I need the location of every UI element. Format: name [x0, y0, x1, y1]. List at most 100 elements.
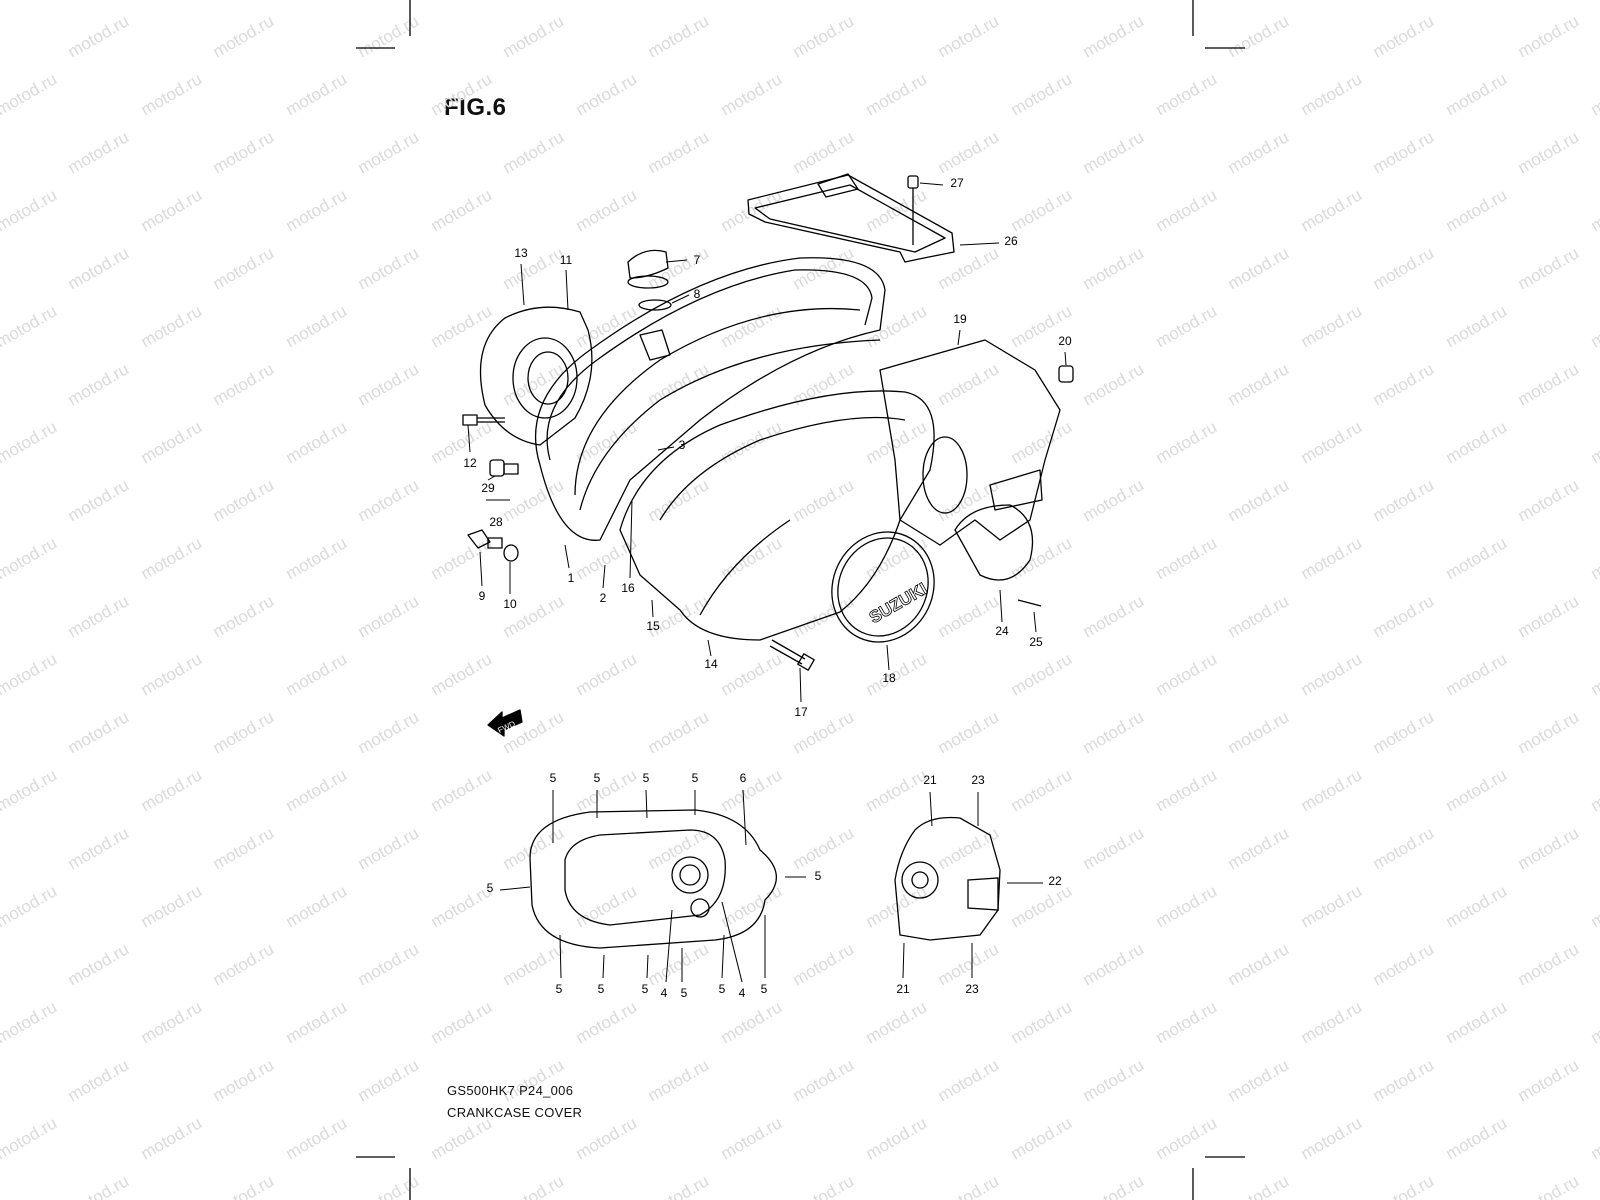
watermark-text: motod.ru: [1225, 243, 1293, 293]
watermark-text: motod.ru: [1153, 69, 1221, 119]
leader-line: [1033, 611, 1037, 633]
watermark-text: motod.ru: [1225, 707, 1293, 757]
watermark-text: motod.ru: [283, 301, 351, 351]
watermark-text: motod.ru: [863, 0, 931, 3]
leader-line: [499, 886, 531, 891]
watermark-text: motod.ru: [1588, 649, 1600, 699]
watermark-text: motod.ru: [428, 0, 496, 3]
watermark-text: motod.ru: [138, 1113, 206, 1163]
callout-14: 14: [704, 657, 718, 671]
leader-line: [602, 954, 605, 979]
watermark-text: motod.ru: [428, 649, 496, 699]
watermark-text: motod.ru: [1008, 1113, 1076, 1163]
watermark-text: motod.ru: [210, 591, 278, 641]
leader-line: [707, 639, 712, 657]
watermark-text: motod.ru: [863, 765, 931, 815]
watermark-text: motod.ru: [0, 765, 60, 815]
watermark-text: motod.ru: [645, 591, 713, 641]
callout-5: 5: [550, 771, 557, 785]
leader-line: [665, 259, 688, 263]
watermark-text: motod.ru: [210, 127, 278, 177]
watermark-text: motod.ru: [1443, 533, 1511, 583]
watermark-text: motod.ru: [428, 997, 496, 1047]
callout-25: 25: [1029, 635, 1043, 649]
watermark-text: motod.ru: [1225, 11, 1293, 61]
leader-line: [929, 791, 933, 827]
watermark-text: motod.ru: [1515, 11, 1583, 61]
watermark-text: motod.ru: [935, 1055, 1003, 1105]
watermark-text: motod.ru: [138, 649, 206, 699]
watermark-text: motod.ru: [0, 881, 60, 931]
watermark-text: motod.ru: [1008, 997, 1076, 1047]
watermark-text: motod.ru: [0, 301, 60, 351]
leader-line: [651, 599, 654, 618]
leader-line: [564, 544, 570, 569]
watermark-text: motod.ru: [645, 475, 713, 525]
clutch-cover: [619, 390, 935, 641]
watermark-text: motod.ru: [1515, 591, 1583, 641]
clutch-top-cover: [747, 173, 955, 263]
callout-1: 1: [568, 571, 575, 585]
watermark-text: motod.ru: [1153, 417, 1221, 467]
watermark-text: motod.ru: [718, 417, 786, 467]
leader-line: [799, 667, 802, 703]
callout-9: 9: [479, 589, 486, 603]
watermark-text: motod.ru: [283, 1113, 351, 1163]
watermark-text: motod.ru: [138, 185, 206, 235]
watermark-text: motod.ru: [1008, 881, 1076, 931]
watermark-text: motod.ru: [1225, 127, 1293, 177]
callout-13: 13: [514, 246, 528, 260]
leader-line: [721, 901, 743, 983]
watermark-text: motod.ru: [1588, 0, 1600, 3]
watermark-text: motod.ru: [718, 1113, 786, 1163]
leader-line: [559, 934, 562, 979]
watermark-text: motod.ru: [500, 1171, 568, 1200]
watermark-text: motod.ru: [210, 243, 278, 293]
watermark-text: motod.ru: [573, 301, 641, 351]
watermark-text: motod.ru: [1588, 69, 1600, 119]
watermark-text: motod.ru: [138, 301, 206, 351]
watermark-text: motod.ru: [65, 823, 133, 873]
watermark-text: motod.ru: [1370, 707, 1438, 757]
callout-23: 23: [971, 773, 985, 787]
leader-line: [902, 942, 905, 979]
watermark-text: motod.ru: [1298, 649, 1366, 699]
starter-cover-detail: [894, 816, 1001, 941]
callout-6: 6: [740, 771, 747, 785]
watermark-text: motod.ru: [0, 1113, 60, 1163]
watermark-text: motod.ru: [1225, 1055, 1293, 1105]
watermark-text: motod.ru: [1008, 533, 1076, 583]
watermark-text: motod.ru: [1443, 185, 1511, 235]
drain-plug: [467, 529, 503, 549]
watermark-text: motod.ru: [1588, 533, 1600, 583]
callout-28: 28: [489, 515, 503, 529]
watermark-text: motod.ru: [1515, 475, 1583, 525]
watermark-text: motod.ru: [65, 359, 133, 409]
callout-4: 4: [661, 986, 668, 1000]
watermark-text: motod.ru: [1370, 591, 1438, 641]
callout-4: 4: [739, 986, 746, 1000]
watermark-text: motod.ru: [645, 11, 713, 61]
watermark-text: motod.ru: [718, 765, 786, 815]
watermark-text: motod.ru: [790, 591, 858, 641]
watermark-text: motod.ru: [1298, 533, 1366, 583]
watermark-text: motod.ru: [573, 765, 641, 815]
watermark-text: motod.ru: [1443, 301, 1511, 351]
callout-12: 12: [463, 456, 477, 470]
watermark-text: motod.ru: [138, 417, 206, 467]
watermark-text: motod.ru: [355, 11, 423, 61]
cap-20: [1058, 365, 1074, 383]
watermark-text: motod.ru: [573, 417, 641, 467]
watermark-text: motod.ru: [1080, 591, 1148, 641]
watermark-text: motod.ru: [428, 881, 496, 931]
watermark-text: motod.ru: [1298, 1113, 1366, 1163]
watermark-text: motod.ru: [718, 533, 786, 583]
watermark-text: motod.ru: [790, 823, 858, 873]
watermark-text: motod.ru: [790, 475, 858, 525]
crankcase-gasket: [534, 257, 886, 541]
callout-16: 16: [621, 581, 635, 595]
model-code: GS500HK7 P24_006: [447, 1083, 574, 1098]
callout-8: 8: [694, 287, 701, 301]
watermark-text: motod.ru: [1298, 417, 1366, 467]
watermark-text: motod.ru: [1588, 417, 1600, 467]
